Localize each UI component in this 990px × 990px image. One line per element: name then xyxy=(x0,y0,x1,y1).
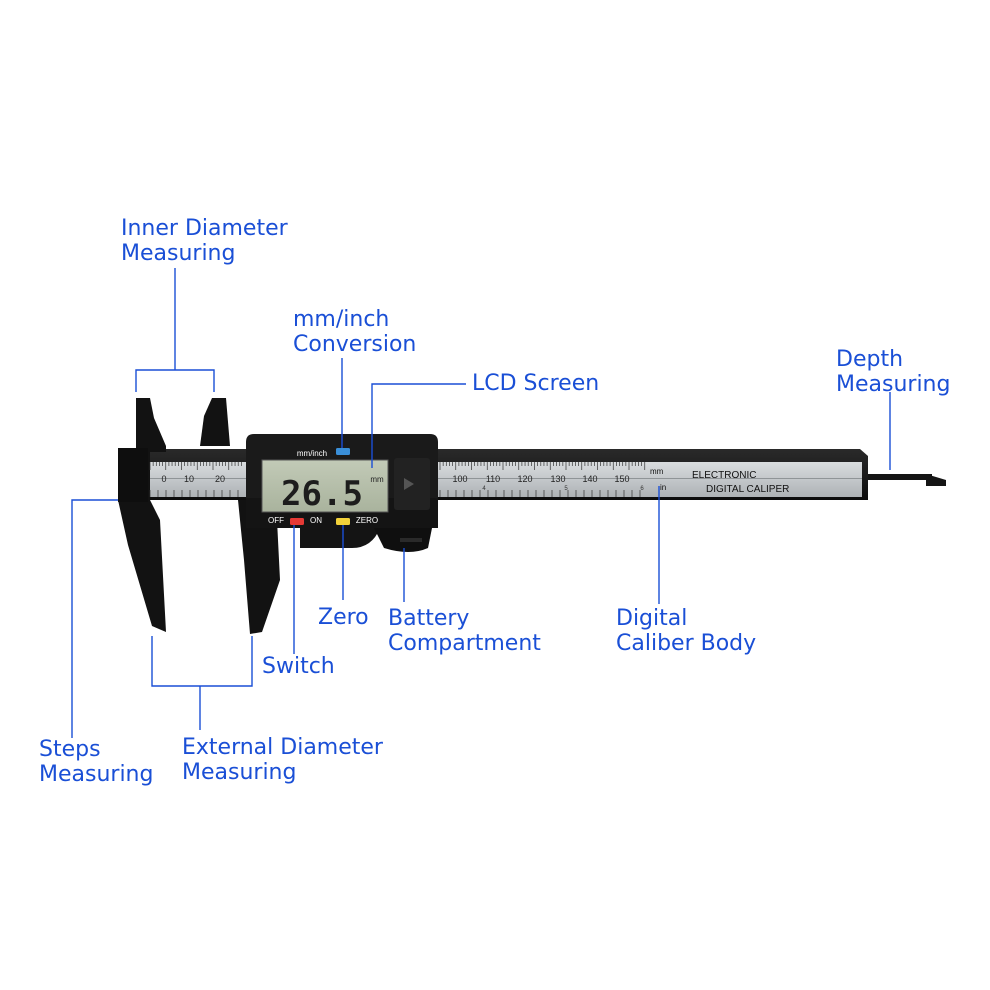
label-depth: Depth Measuring xyxy=(836,347,950,397)
label-mm-inch-line1: mm/inch xyxy=(293,307,390,332)
brand-line-1: ELECTRONIC xyxy=(692,470,756,481)
label-external-diameter-line2: Measuring xyxy=(182,760,297,785)
on-label: ON xyxy=(310,516,322,525)
label-inner-diameter: Inner Diameter Measuring xyxy=(121,216,288,266)
mode-button-label: mm/inch xyxy=(297,449,327,458)
mode-button[interactable] xyxy=(336,448,350,455)
label-steps-line2: Measuring xyxy=(39,762,154,787)
label-zero: Zero xyxy=(318,605,369,630)
label-inner-diameter-line2: Measuring xyxy=(121,241,236,266)
scale-number: 110 xyxy=(486,474,500,484)
scale-number: 10 xyxy=(184,474,194,484)
label-steps-line1: Steps xyxy=(39,737,101,762)
zero-button[interactable] xyxy=(336,518,350,525)
label-steps: Steps Measuring xyxy=(39,737,153,787)
scale-number: 150 xyxy=(614,474,629,484)
unit-mm: mm xyxy=(650,467,664,476)
label-lcd-screen: LCD Screen xyxy=(472,371,600,396)
scale-number: 120 xyxy=(517,474,532,484)
fixed-jaw xyxy=(118,398,166,632)
label-digital-body-line1: Digital xyxy=(616,606,688,631)
depth-rod xyxy=(862,474,946,486)
scale-number: 20 xyxy=(215,474,225,484)
label-battery: Battery Compartment xyxy=(388,606,541,656)
sliding-jaw xyxy=(200,398,280,634)
lcd-reading: 26.5 xyxy=(281,474,363,514)
label-battery-line2: Compartment xyxy=(388,631,541,656)
leader-lines xyxy=(71,268,891,738)
label-depth-line2: Measuring xyxy=(836,372,951,397)
label-external-diameter: External Diameter Measuring xyxy=(182,735,383,785)
lcd-unit: mm xyxy=(370,475,384,484)
label-inner-diameter-line1: Inner Diameter xyxy=(121,216,288,241)
thumb-arrow-icon xyxy=(404,478,414,490)
scale-number: 0 xyxy=(161,474,166,484)
scale-number: 140 xyxy=(582,474,597,484)
label-battery-line1: Battery xyxy=(388,606,470,631)
inch-marker: 6 xyxy=(640,486,644,492)
scale-number: 130 xyxy=(550,474,565,484)
label-digital-body-line2: Caliber Body xyxy=(616,631,757,656)
label-digital-body: Digital Caliber Body xyxy=(616,606,756,656)
off-label: OFF xyxy=(268,516,284,525)
scale-markings: 0 10 20 100 110 120 130 140 150 4 5 6 xyxy=(149,462,646,497)
scale-number: 100 xyxy=(452,474,467,484)
inch-marker: 4 xyxy=(482,486,486,492)
unit-in: in xyxy=(660,483,666,492)
label-external-diameter-line1: External Diameter xyxy=(182,735,383,760)
zero-label: ZERO xyxy=(356,516,378,525)
power-button[interactable] xyxy=(290,518,304,525)
lcd-panel xyxy=(261,459,389,513)
label-depth-line1: Depth xyxy=(836,347,904,372)
inch-marker: 5 xyxy=(564,486,568,492)
label-mm-inch: mm/inch Conversion xyxy=(293,307,416,357)
label-switch: Switch xyxy=(262,654,335,679)
brand-line-2: DIGITAL CALIPER xyxy=(706,484,789,495)
label-mm-inch-line2: Conversion xyxy=(293,332,417,357)
